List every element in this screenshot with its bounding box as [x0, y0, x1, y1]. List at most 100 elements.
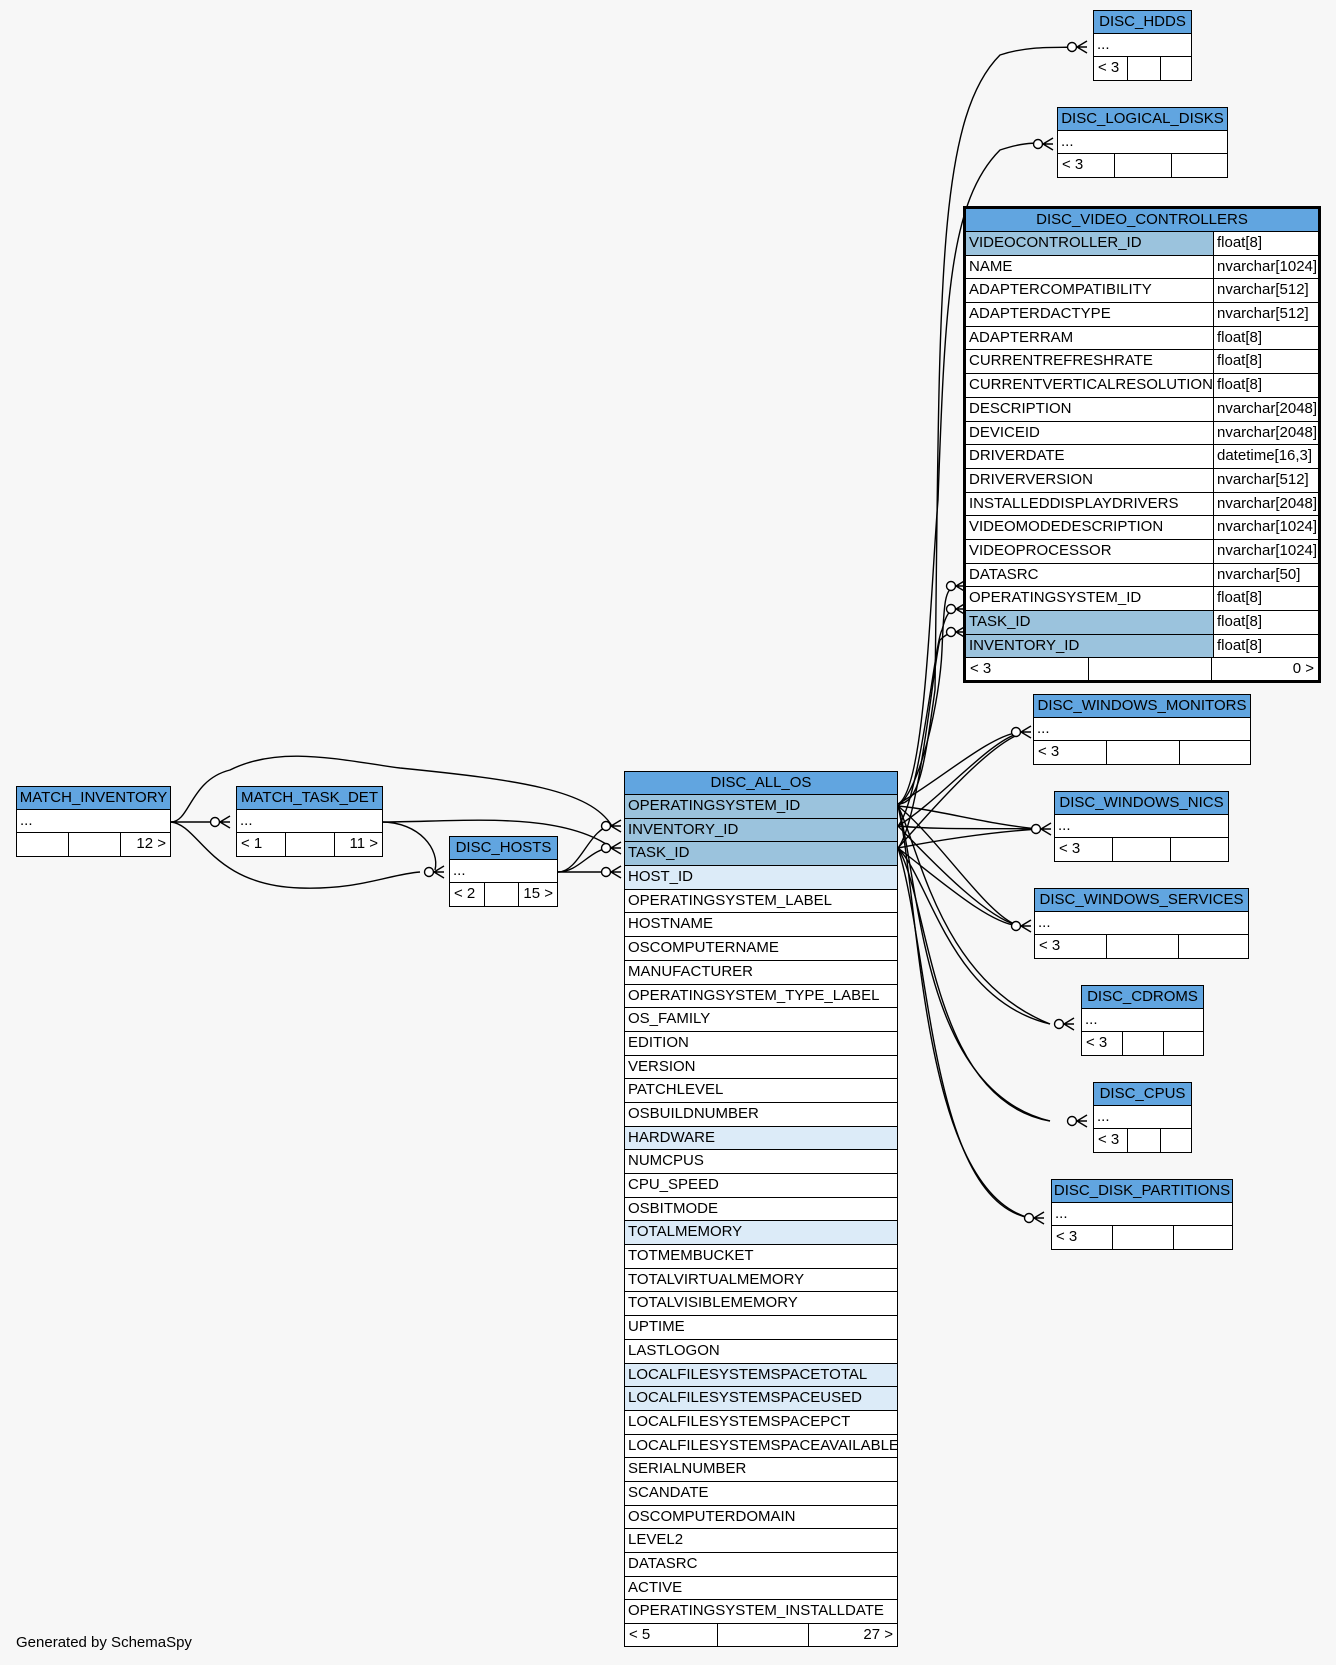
children-count[interactable]: [1172, 154, 1227, 177]
table-title[interactable]: MATCH_INVENTORY: [17, 787, 170, 810]
collapsed-columns: ...: [453, 862, 466, 879]
column-name: INVENTORY_ID: [625, 818, 897, 842]
table-disc-hdds[interactable]: DISC_HDDS ... < 3: [1093, 10, 1192, 81]
column-type: float[8]: [1213, 587, 1318, 610]
children-count[interactable]: 15 >: [523, 885, 553, 902]
column-name: SCANDATE: [628, 1483, 709, 1501]
column-row: MANUFACTURER: [625, 961, 897, 985]
children-count[interactable]: [1161, 57, 1191, 80]
collapsed-columns: ...: [1097, 36, 1110, 53]
crowfoot-marker-icon: [1042, 137, 1054, 151]
column-row: LEVEL2: [625, 1529, 897, 1553]
column-name: OPERATINGSYSTEM_ID: [969, 589, 1142, 607]
table-title[interactable]: DISC_WINDOWS_NICS: [1055, 792, 1228, 815]
relationship-line: [897, 805, 1031, 1219]
column-type: float[8]: [1213, 611, 1318, 634]
table-disc-disk-partitions[interactable]: DISC_DISK_PARTITIONS ... < 3: [1051, 1179, 1233, 1250]
column-type: nvarchar[2048]: [1213, 397, 1318, 421]
children-count[interactable]: [1179, 935, 1248, 958]
table-title[interactable]: DISC_DISK_PARTITIONS: [1052, 1180, 1232, 1203]
optional-marker-icon: [600, 820, 612, 832]
column-name: CURRENTVERTICALRESOLUTION: [969, 376, 1213, 394]
column-type: nvarchar[50]: [1213, 563, 1318, 587]
column-row: OPERATINGSYSTEM_ID float[8]: [966, 587, 1318, 611]
column-row: OSCOMPUTERDOMAIN: [625, 1506, 897, 1530]
table-disc-hosts[interactable]: DISC_HOSTS ... < 2 15 >: [449, 836, 558, 907]
table-disc-video-controllers[interactable]: DISC_VIDEO_CONTROLLERS VIDEOCONTROLLER_I…: [963, 206, 1321, 684]
children-count[interactable]: [1174, 1226, 1232, 1249]
table-title[interactable]: DISC_LOGICAL_DISKS: [1058, 108, 1227, 131]
table-disc-windows-nics[interactable]: DISC_WINDOWS_NICS ... < 3: [1054, 791, 1229, 862]
children-count[interactable]: [1164, 1032, 1203, 1055]
parents-count[interactable]: < 3: [1058, 154, 1115, 177]
table-title[interactable]: DISC_HOSTS: [450, 837, 557, 860]
table-disc-windows-monitors[interactable]: DISC_WINDOWS_MONITORS ... < 3: [1033, 694, 1251, 765]
table-title[interactable]: DISC_HDDS: [1094, 11, 1191, 34]
crowfoot-marker-icon: [1033, 1211, 1045, 1225]
table-title[interactable]: MATCH_TASK_DET: [237, 787, 382, 810]
relationship-line: [897, 805, 1041, 830]
parents-count[interactable]: [17, 833, 69, 856]
column-row: LOCALFILESYSTEMSPACEUSED: [625, 1387, 897, 1411]
optional-marker-icon: [423, 866, 435, 878]
children-count[interactable]: 12 >: [136, 835, 166, 852]
table-disc-cpus[interactable]: DISC_CPUS ... < 3: [1093, 1082, 1192, 1153]
column-name: NAME: [969, 257, 1013, 275]
parents-count[interactable]: < 3: [966, 658, 1089, 681]
column-name: HOSTNAME: [628, 915, 714, 933]
table-disc-logical-disks[interactable]: DISC_LOGICAL_DISKS ... < 3: [1057, 107, 1228, 178]
parents-count[interactable]: < 1: [237, 833, 286, 856]
footer-spacer: [1107, 935, 1179, 958]
table-title[interactable]: DISC_CPUS: [1094, 1083, 1191, 1106]
crowfoot-marker-icon: [433, 865, 445, 879]
children-count[interactable]: [1161, 1129, 1191, 1152]
parents-count[interactable]: < 3: [1094, 1129, 1128, 1152]
relationship-line: [170, 821, 421, 889]
column-row: OSCOMPUTERNAME: [625, 937, 897, 961]
optional-marker-icon: [1066, 41, 1078, 53]
parents-count[interactable]: < 3: [1055, 838, 1113, 861]
relationship-line: [897, 805, 1051, 1122]
column-row: TASK_ID: [625, 842, 897, 867]
table-title[interactable]: DISC_WINDOWS_SERVICES: [1035, 889, 1248, 912]
table-disc-windows-services[interactable]: DISC_WINDOWS_SERVICES ... < 3: [1034, 888, 1249, 959]
column-name: VIDEOPROCESSOR: [969, 541, 1112, 559]
children-count[interactable]: 0 >: [1292, 660, 1314, 678]
column-name: UPTIME: [628, 1318, 685, 1336]
table-disc-cdroms[interactable]: DISC_CDROMS ... < 3: [1081, 985, 1204, 1056]
footer-spacer: [1113, 1226, 1174, 1249]
crowfoot-marker-icon: [1020, 919, 1032, 933]
footer-spacer: [286, 833, 335, 856]
table-title[interactable]: DISC_WINDOWS_MONITORS: [1034, 695, 1250, 718]
parents-count[interactable]: < 3: [1082, 1032, 1123, 1055]
parents-count[interactable]: < 3: [1035, 935, 1107, 958]
table-match-inventory[interactable]: MATCH_INVENTORY ... 12 >: [16, 786, 171, 857]
parents-count[interactable]: < 3: [1052, 1226, 1113, 1249]
children-count[interactable]: [1180, 741, 1250, 764]
children-count[interactable]: [1171, 838, 1228, 861]
table-title[interactable]: DISC_ALL_OS: [625, 772, 897, 795]
parents-count[interactable]: < 5: [625, 1624, 718, 1647]
collapsed-columns: ...: [20, 812, 33, 829]
table-title[interactable]: DISC_VIDEO_CONTROLLERS: [966, 209, 1318, 232]
children-count[interactable]: 11 >: [349, 835, 379, 852]
column-name: OPERATINGSYSTEM_LABEL: [628, 891, 832, 909]
optional-marker-icon: [1023, 1212, 1035, 1224]
column-type: float[8]: [1213, 232, 1318, 255]
table-title[interactable]: DISC_CDROMS: [1082, 986, 1203, 1009]
parents-count[interactable]: < 2: [450, 883, 486, 906]
parents-count[interactable]: < 3: [1034, 741, 1107, 764]
crowfoot-marker-icon: [610, 819, 622, 833]
children-count[interactable]: 27 >: [863, 1626, 893, 1644]
parents-count[interactable]: < 3: [1094, 57, 1128, 80]
generated-by-footer: Generated by SchemaSpy: [16, 1634, 192, 1651]
footer-spacer: [485, 883, 520, 906]
relationship-line: [380, 819, 613, 849]
column-name: TASK_ID: [625, 842, 897, 866]
